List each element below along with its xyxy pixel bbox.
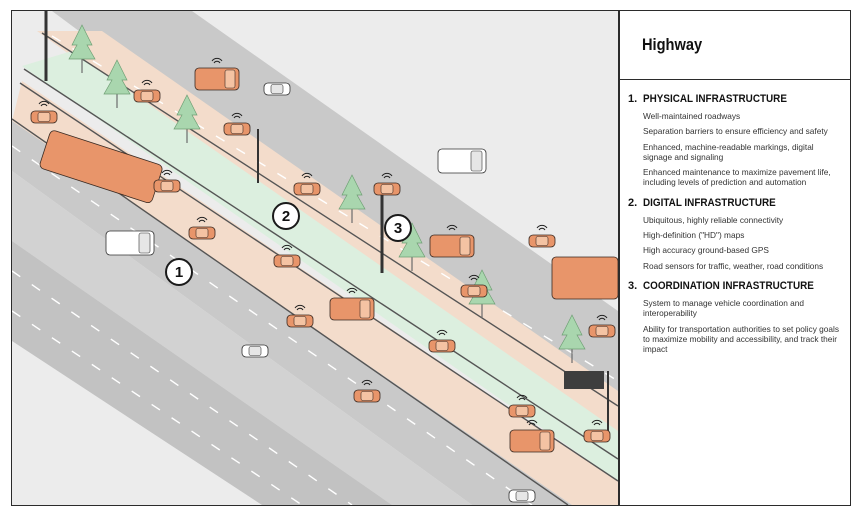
section-heading: COORDINATION INFRASTRUCTURE: [643, 279, 814, 292]
panel-title: Highway: [642, 35, 703, 54]
section-digital-infrastructure: 2. DIGITAL INFRASTRUCTURE Ubiquitous, hi…: [628, 197, 840, 271]
road-median: [22, 51, 618, 481]
panel-title-box: Highway: [620, 11, 850, 80]
road-far-lanes: [72, 11, 618, 311]
list-item: Separation barriers to ensure efficiency…: [643, 126, 828, 137]
road-outer-lanes: [12, 241, 392, 505]
lower-roadway-vehicles: [30, 100, 611, 503]
list-item: Enhanced maintenance to maximize pavemen…: [643, 167, 831, 188]
bus-icon: [551, 256, 618, 300]
sign-gantry-icon: [44, 11, 609, 431]
marker-3: 3: [384, 214, 412, 242]
highway-illustration: 1 2 3: [11, 10, 619, 506]
section-number: 3.: [628, 279, 638, 292]
list-item: Road sensors for traffic, weather, road …: [643, 260, 824, 271]
section-physical-infrastructure: 1. PHYSICAL INFRASTRUCTURE Well-maintain…: [628, 93, 840, 188]
list-item: High accuracy ground-based GPS: [643, 245, 769, 256]
list-item: Enhanced, machine-readable markings, dig…: [643, 141, 814, 162]
list-item: High-definition ("HD") maps: [643, 230, 745, 241]
legend-panel: Highway 1. PHYSICAL INFRASTRUCTURE Well-…: [619, 10, 851, 506]
section-heading: PHYSICAL INFRASTRUCTURE: [643, 93, 787, 105]
section-number: 1.: [628, 93, 638, 105]
list-item: Ubiquitous, highly reliable connectivity: [643, 214, 784, 225]
list-item: Ability for transportation authorities t…: [643, 323, 839, 355]
marker-2: 2: [272, 202, 300, 230]
list-item: Well-maintained roadways: [643, 111, 741, 121]
highway-scene: [12, 11, 618, 505]
upper-roadway-vehicles: [133, 57, 618, 338]
marker-1: 1: [165, 258, 193, 286]
lane-markings: [12, 35, 618, 505]
list-item: System to manage vehicle coordination an…: [643, 297, 804, 319]
section-heading: DIGITAL INFRASTRUCTURE: [643, 196, 776, 209]
section-coordination-infrastructure: 3. COORDINATION INFRASTRUCTURE System to…: [628, 280, 840, 354]
section-number: 2.: [628, 196, 638, 209]
